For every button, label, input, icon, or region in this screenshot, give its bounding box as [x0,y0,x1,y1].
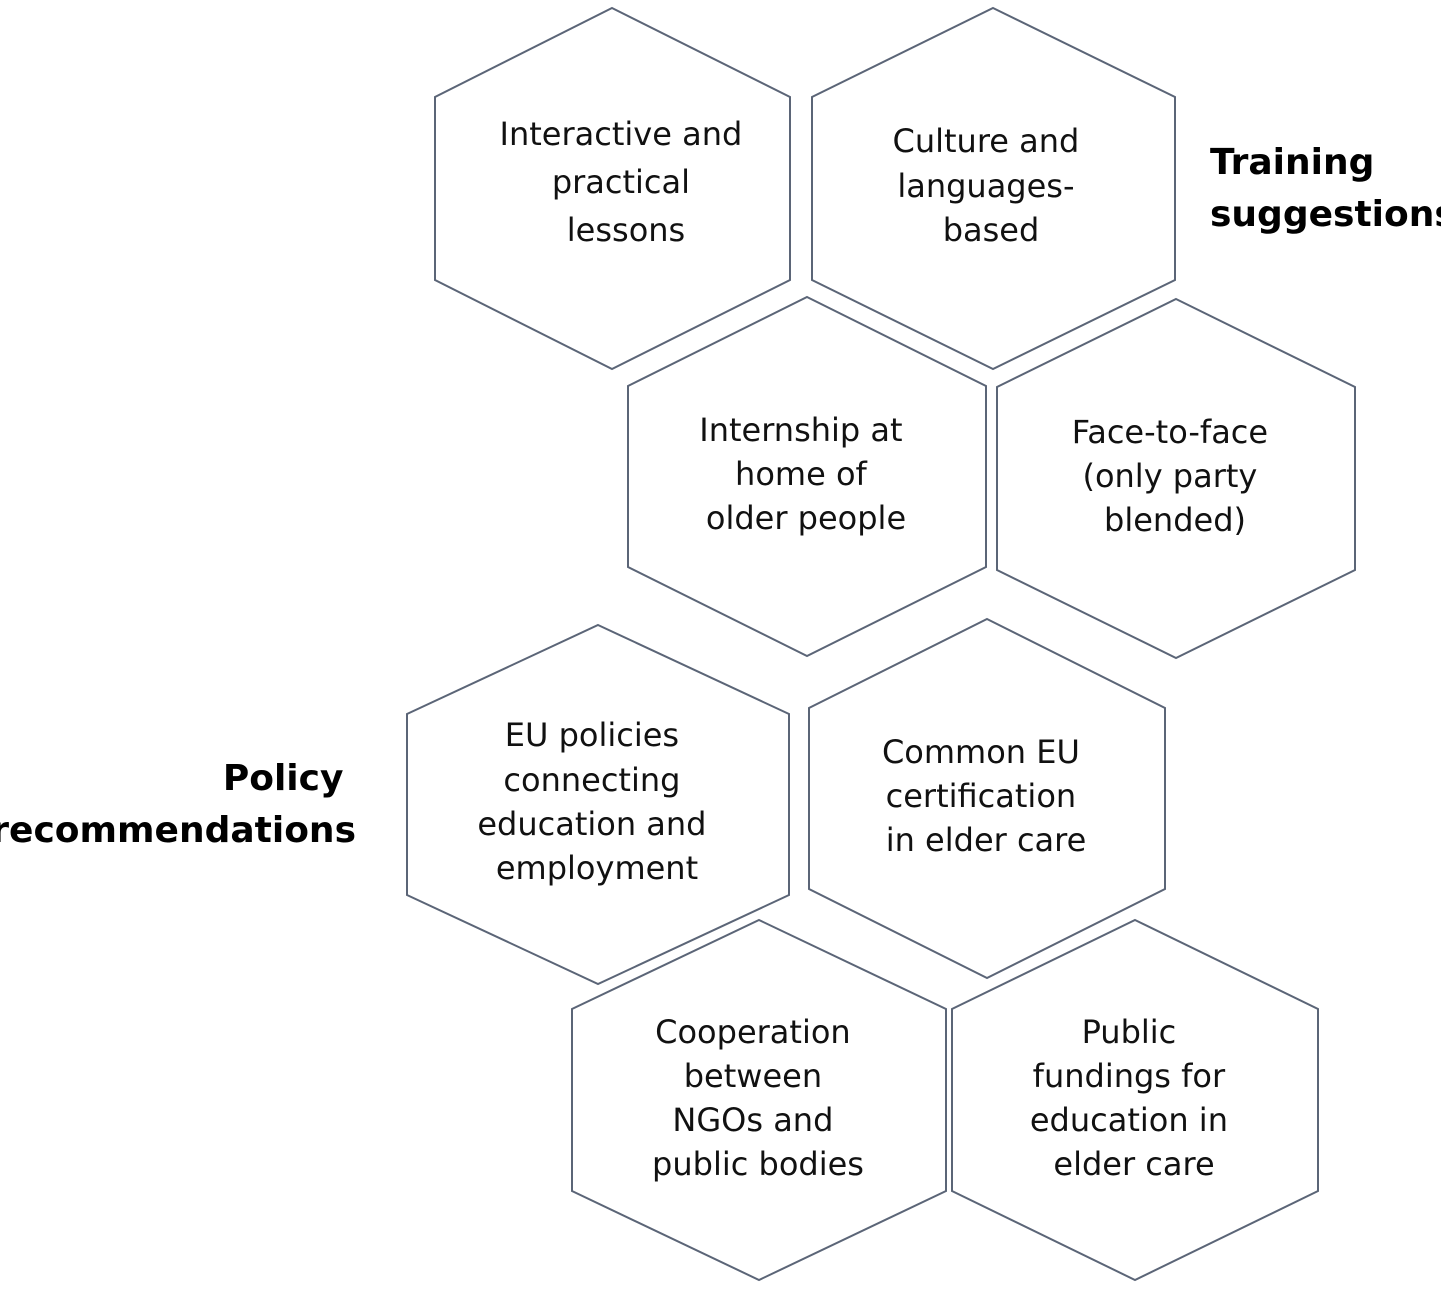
hexagon-label: Interactive and practical lessons [500,115,753,249]
hexagon-label: Public fundings for education in elder c… [1030,1013,1238,1183]
hexagon-shape [808,617,1166,980]
hexagon-face-to-face: Face-to-face (only party blended) [996,297,1356,660]
hexagon-eu-policies: EU policies connecting education and emp… [406,623,790,986]
hexagon-culture-languages-based: Culture and languages- based [811,6,1176,371]
hexagon-shape [951,918,1319,1282]
hexagon-shape [571,918,947,1282]
hexagon-interactive-practical-lessons: Interactive and practical lessons [434,6,791,371]
hexagon-internship-home-older-people: Internship at home of older people [627,295,987,658]
hexagon-common-eu-certification: Common EU certification in elder care [808,617,1166,980]
hexagon-shape [434,6,791,371]
training-suggestions-heading: Training suggestions [1210,142,1441,235]
hexagon-label: Face-to-face (only party blended) [1072,413,1279,539]
training-heading-line-2: suggestions [1210,194,1441,235]
hexagon-shape [627,295,987,658]
hexagon-label: Cooperation between NGOs and public bodi… [652,1013,864,1183]
hexagon-label: Common EU certification in elder care [882,733,1090,859]
hexagon-shape [811,6,1176,371]
hexagon-label: Culture and languages- based [892,122,1089,249]
hexagon-label: Internship at home of older people [699,411,912,537]
hexagon-public-fundings: Public fundings for education in elder c… [951,918,1319,1282]
policy-heading-line-1: Policy [223,758,344,799]
policy-recommendations-heading: Policy recommendations [0,758,356,851]
policy-heading-line-2: recommendations [0,810,356,851]
hexagon-cooperation-ngos-public-bodies: Cooperation between NGOs and public bodi… [571,918,947,1282]
training-heading-line-1: Training [1210,142,1374,183]
hexagon-shape [406,623,790,986]
hexagon-label: EU policies connecting education and emp… [477,716,716,887]
hexagon-shape [996,297,1356,660]
